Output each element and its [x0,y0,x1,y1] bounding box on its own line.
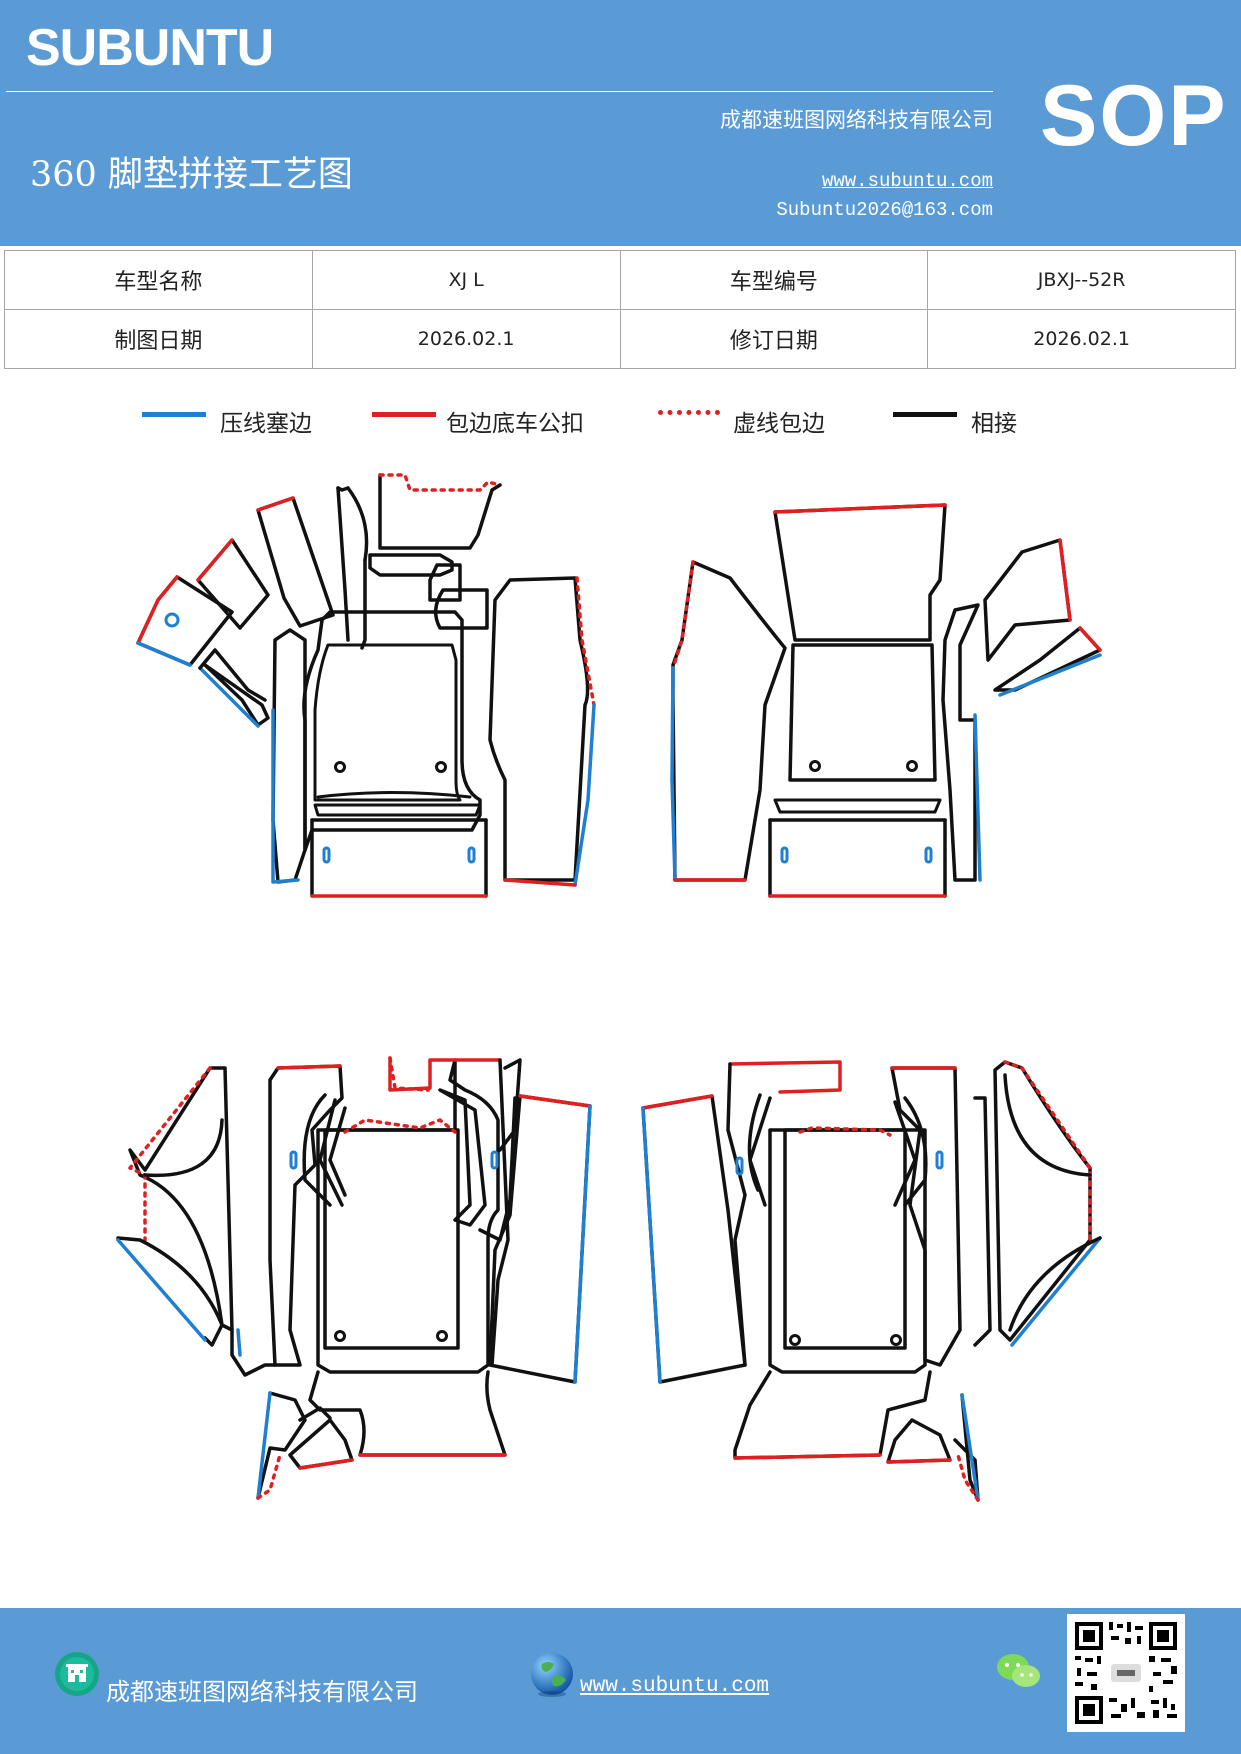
mat-rear-right [641,1060,1102,1502]
mat-front-right [670,503,1102,898]
revise-date-label: 修订日期 [619,309,929,369]
draw-date-label: 制图日期 [4,309,313,369]
legend-swatch-black [893,412,957,417]
brand-logo: SUBUNTU [26,19,274,77]
model-code-label: 车型编号 [619,250,929,310]
model-name-label: 车型名称 [4,250,313,310]
revise-date-value: 2026.02.1 [927,309,1236,369]
building-icon [55,1652,99,1696]
header-company: 成都速班图网络科技有限公司 [720,108,993,132]
legend-swatch-blue [142,412,206,417]
mat-front-left [136,473,596,898]
qr-code[interactable] [1067,1614,1185,1732]
globe-icon [531,1653,573,1697]
header-banner: SUBUNTU 成都速班图网络科技有限公司 360 脚垫拼接工艺图 www.su… [0,0,1241,246]
legend-label: 压线塞边 [220,411,312,437]
legend-swatch-red-dotted [658,410,720,415]
table-row: 制图日期 2026.02.1 修订日期 2026.02.1 [4,309,1236,369]
header-website-link[interactable]: www.subuntu.com [821,170,993,192]
header-email[interactable]: Subuntu2026@163.com [776,199,993,221]
footer-company: 成都速班图网络科技有限公司 [106,1678,418,1706]
footer-website-link[interactable]: www.subuntu.com [580,1675,770,1698]
legend-label: 虚线包边 [733,411,825,437]
legend: 压线塞边 包边底车公扣 虚线包边 相接 [0,400,1241,440]
draw-date-value: 2026.02.1 [311,309,621,369]
legend-swatch-red [372,412,436,417]
legend-label: 相接 [971,411,1017,437]
footer-banner: 成都速班图网络科技有限公司 www.subuntu.com [0,1608,1241,1754]
vehicle-info-table: 车型名称 XJ L 车型编号 JBXJ--52R 制图日期 2026.02.1 … [4,250,1236,369]
mat-rear-left [116,1056,592,1500]
model-code-value: JBXJ--52R [927,250,1236,310]
sop-badge: SOP [1040,68,1228,164]
wechat-icon [997,1654,1040,1687]
header-divider [6,91,993,92]
model-name-value: XJ L [311,250,621,310]
legend-label: 包边底车公扣 [446,411,584,437]
document-title: 360 脚垫拼接工艺图 [30,155,353,195]
floor-mat-diagram [116,473,1102,1502]
table-row: 车型名称 XJ L 车型编号 JBXJ--52R [4,250,1236,310]
